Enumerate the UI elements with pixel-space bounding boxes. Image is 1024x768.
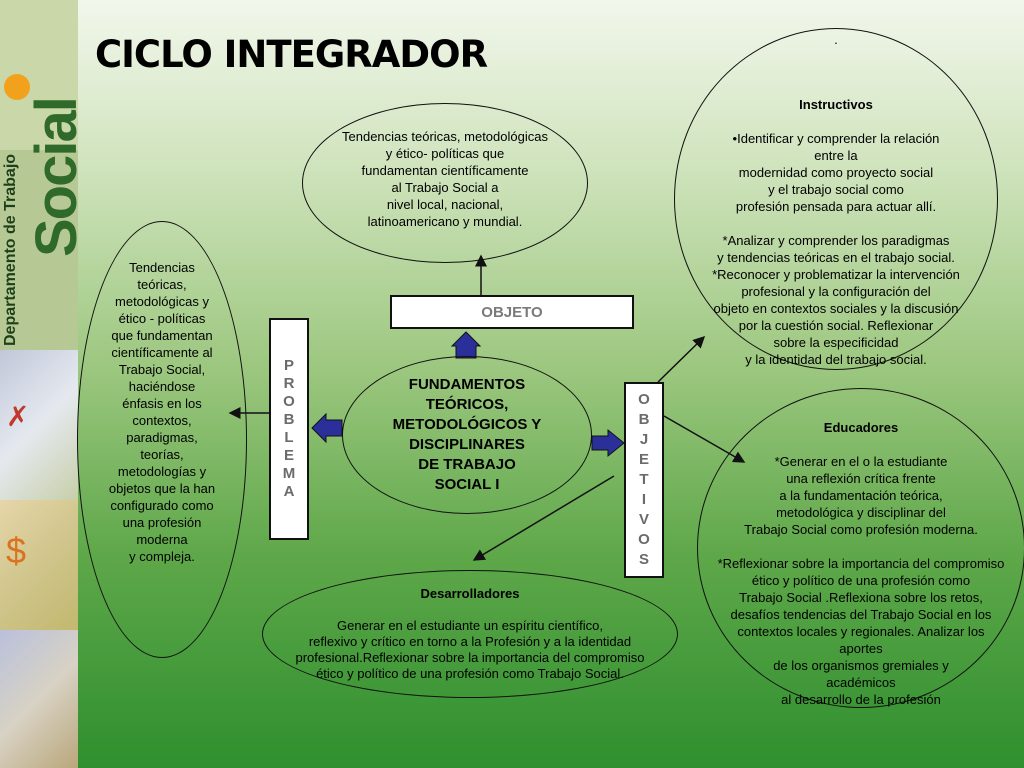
block-arrow-up [450,331,482,359]
node-body: *Generar en el o la estudiante una refle… [717,453,1005,707]
problema-letter: O [283,393,295,410]
sidebar-tile [0,630,78,768]
sidebar-tile [0,150,78,350]
node-fundamentos: FUNDAMENTOS TEÓRICOS, METODOLÓGICOS Y DI… [342,356,592,514]
page-title: CICLO INTEGRADOR [95,33,488,76]
node-educadores: Educadores *Generar en el o la estudiant… [697,388,1024,708]
problema-letter: E [283,447,294,464]
node-text: Desarrolladores Generar en el estudiante… [295,570,644,698]
figure-icon: ✗ [6,401,30,432]
problema-letter: R [283,375,295,392]
problema-letter: B [283,411,295,428]
block-arrow-left [311,412,343,444]
objetivos-letter: E [638,451,649,468]
objetivos-letter: I [641,491,647,508]
node-heading: Educadores [823,419,899,435]
node-text: . Instructivos •Identificar y comprender… [712,14,960,385]
node-desarrolladores: Desarrolladores Generar en el estudiante… [262,570,678,698]
node-dot: . [834,31,838,47]
node-tendencias-left: Tendencias teóricas, metodológicas y éti… [77,221,247,658]
objetivos-letter: J [639,431,649,448]
node-text: Educadores *Generar en el o la estudiant… [718,402,1005,725]
problema-letter: P [283,357,294,374]
objetivos-letter: V [638,511,649,528]
objetivos-letter: T [639,471,649,488]
sidebar-tile [0,500,78,630]
objetivos-letter: S [638,551,649,568]
connector-objetivos-desarrolladores [472,475,615,561]
problema-letter: M [282,465,296,482]
node-body: Generar en el estudiante un espíritu cie… [295,618,645,681]
objetivos-letter: O [638,531,650,548]
sun-icon [4,74,30,100]
objetivos-letter: O [638,391,650,408]
objeto-box: OBJETO [390,295,634,329]
problema-box: P R O B L E M A [269,318,309,540]
node-text: Tendencias teóricas, metodológicas y éti… [342,129,548,229]
node-tendencias-top: Tendencias teóricas, metodológicas y éti… [302,103,588,263]
sidebar-tile [0,350,78,500]
node-heading: Instructivos [799,96,873,112]
block-arrow-right [591,428,625,458]
node-instructivos: . Instructivos •Identificar y comprender… [674,28,998,370]
sidebar-banner: Social Departamento de Trabajo $ ✗ [0,0,78,768]
connector-objetivos-instructivos [657,335,706,383]
objetivos-box: O B J E T I V O S [624,382,664,578]
dollar-icon: $ [6,530,27,571]
node-text: FUNDAMENTOS TEÓRICOS, METODOLÓGICOS Y DI… [392,376,542,493]
problema-letter: A [283,483,295,500]
node-text: Tendencias teóricas, metodológicas y éti… [108,259,216,564]
node-body: •Identificar y comprender la relación en… [712,130,960,367]
problema-letter: L [284,429,294,446]
objetivos-letter: B [638,411,650,428]
node-heading: Desarrolladores [420,586,520,601]
